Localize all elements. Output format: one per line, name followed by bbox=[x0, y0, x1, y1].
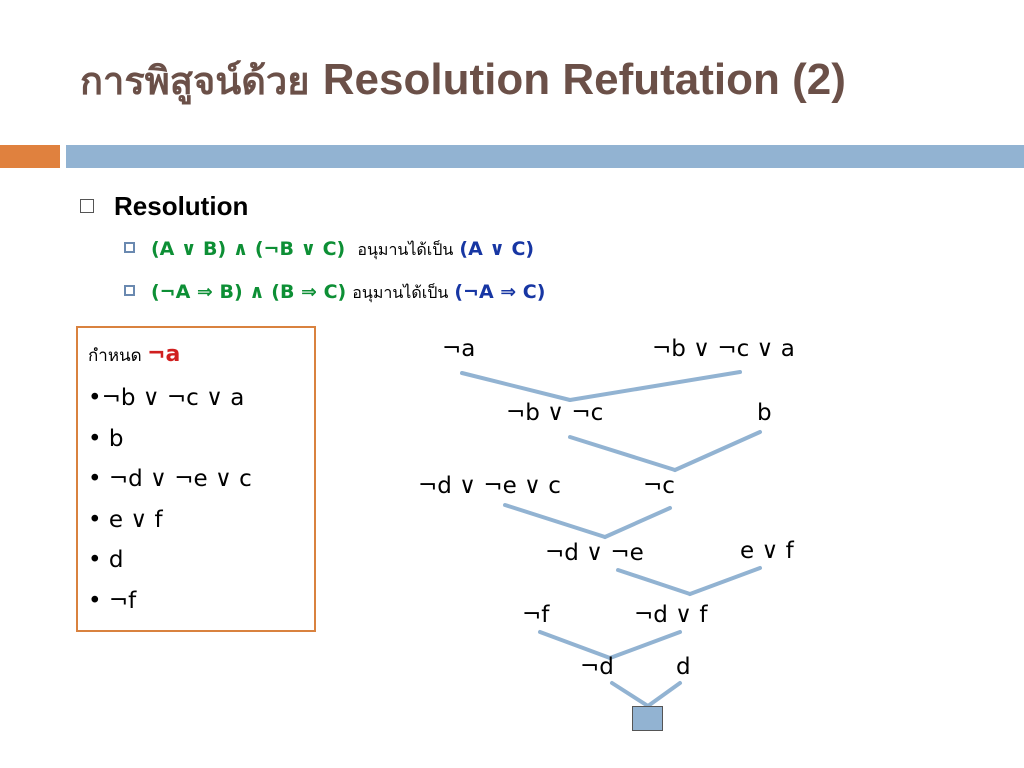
clause-item: • ¬f bbox=[88, 587, 137, 614]
accent-bar-blue bbox=[66, 145, 1024, 168]
clause-item: • e ∨ f bbox=[88, 506, 163, 533]
empty-clause-box bbox=[632, 706, 663, 731]
given-clauses-box: กำหนด ¬a •¬b ∨ ¬c ∨ a • b • ¬d ∨ ¬e ∨ c … bbox=[76, 326, 316, 632]
rule-2-conclusion: (¬A ⇒ C) bbox=[454, 281, 546, 303]
tree-node-resolvent-3: ¬d ∨ ¬e bbox=[545, 540, 644, 566]
accent-bar-orange bbox=[0, 145, 60, 168]
tree-node-resolvent-5: ¬d bbox=[580, 654, 614, 680]
tree-node-clause-3: ¬d ∨ ¬e ∨ c bbox=[418, 473, 561, 499]
tree-edge bbox=[673, 430, 762, 472]
bullet-resolution: Resolution bbox=[80, 191, 248, 222]
rule-1: (A ∨ B) ∧ (¬B ∨ C) อนุมานได้เป็น (A ∨ C) bbox=[124, 238, 534, 263]
clause-item: • b bbox=[88, 425, 124, 452]
tree-edge bbox=[688, 566, 762, 596]
rule-1-connector: อนุมานได้เป็น bbox=[357, 240, 454, 259]
tree-edge bbox=[610, 681, 650, 708]
tree-node-neg-a: ¬a bbox=[442, 336, 476, 362]
hollow-square-bullet-icon bbox=[80, 199, 94, 214]
tree-edge bbox=[503, 503, 607, 539]
tree-node-resolvent-1: ¬b ∨ ¬c bbox=[506, 400, 604, 426]
tree-node-clause-4: e ∨ f bbox=[740, 538, 794, 564]
tree-edge bbox=[616, 568, 692, 596]
tree-node-neg-f: ¬f bbox=[522, 602, 550, 628]
tree-node-resolvent-4: ¬d ∨ f bbox=[634, 602, 708, 628]
slide-title: การพิสูจน์ด้วย Resolution Refutation (2) bbox=[80, 50, 846, 120]
tree-node-d: d bbox=[676, 654, 691, 680]
clause-item: •¬b ∨ ¬c ∨ a bbox=[88, 385, 245, 411]
clause-item: • ¬d ∨ ¬e ∨ c bbox=[88, 466, 252, 492]
title-english: Resolution Refutation (2) bbox=[322, 55, 846, 104]
tree-node-resolvent-2: ¬c bbox=[643, 473, 675, 499]
tree-edge bbox=[568, 370, 742, 402]
tree-edge bbox=[603, 506, 672, 539]
resolution-heading: Resolution bbox=[114, 191, 249, 221]
negated-goal: ¬a bbox=[147, 342, 181, 367]
rule-1-conclusion: (A ∨ C) bbox=[459, 238, 535, 260]
tree-node-b: b bbox=[757, 400, 772, 426]
rule-1-premise: (A ∨ B) ∧ (¬B ∨ C) bbox=[151, 238, 346, 260]
tree-edge bbox=[608, 630, 682, 660]
tree-node-clause-1: ¬b ∨ ¬c ∨ a bbox=[652, 336, 795, 362]
square-bullet-icon bbox=[124, 242, 135, 253]
clause-list: •¬b ∨ ¬c ∨ a • b • ¬d ∨ ¬e ∨ c • e ∨ f •… bbox=[88, 382, 252, 625]
rule-2-connector: อนุมานได้เป็น bbox=[352, 283, 449, 302]
given-label: กำหนด bbox=[88, 346, 148, 366]
rule-2: (¬A ⇒ B) ∧ (B ⇒ C) อนุมานได้เป็น (¬A ⇒ C… bbox=[124, 281, 545, 306]
given-header: กำหนด ¬a bbox=[88, 342, 180, 369]
tree-edge bbox=[460, 371, 572, 402]
tree-edge bbox=[646, 681, 682, 708]
title-thai: การพิสูจน์ด้วย bbox=[80, 59, 323, 103]
rule-2-premise: (¬A ⇒ B) ∧ (B ⇒ C) bbox=[151, 281, 347, 303]
clause-item: • d bbox=[88, 547, 124, 573]
tree-edge bbox=[568, 435, 677, 472]
square-bullet-icon bbox=[124, 285, 135, 296]
